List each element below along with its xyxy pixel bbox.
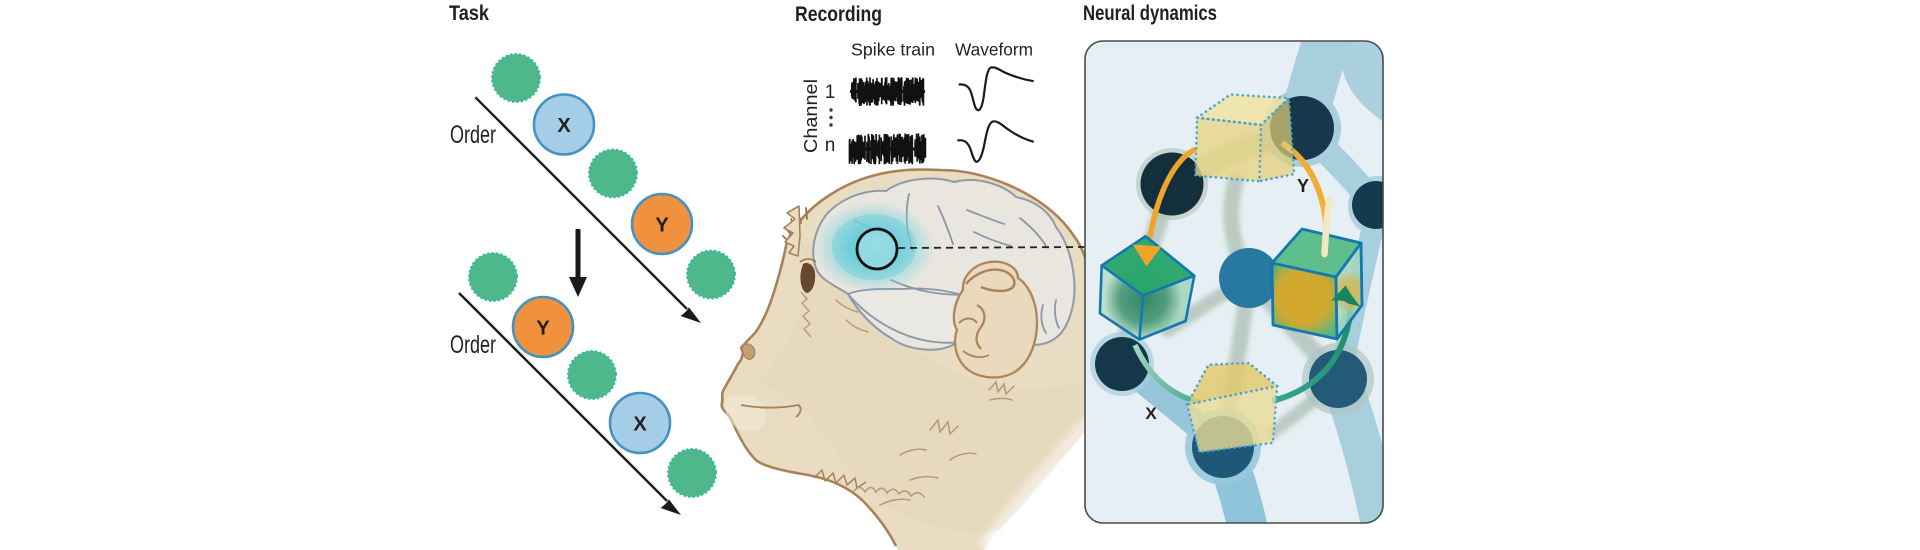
- svg-text:Order: Order: [450, 121, 496, 149]
- svg-text:Y: Y: [655, 215, 669, 237]
- svg-text:Recording: Recording: [795, 3, 882, 26]
- svg-text:Y: Y: [1297, 176, 1309, 196]
- svg-text:1: 1: [825, 82, 836, 103]
- svg-text:Channel: Channel: [801, 79, 821, 153]
- svg-text:X: X: [1145, 404, 1157, 423]
- svg-text:X: X: [557, 115, 571, 137]
- svg-text:Waveform: Waveform: [955, 40, 1033, 60]
- svg-text:X: X: [633, 414, 647, 436]
- svg-text:Y: Y: [536, 318, 550, 340]
- svg-text:Spike train: Spike train: [851, 40, 935, 60]
- svg-text:Neural dynamics: Neural dynamics: [1083, 2, 1217, 25]
- svg-text:Task: Task: [449, 2, 489, 25]
- svg-text:Order: Order: [450, 331, 496, 359]
- svg-text:n: n: [825, 135, 836, 156]
